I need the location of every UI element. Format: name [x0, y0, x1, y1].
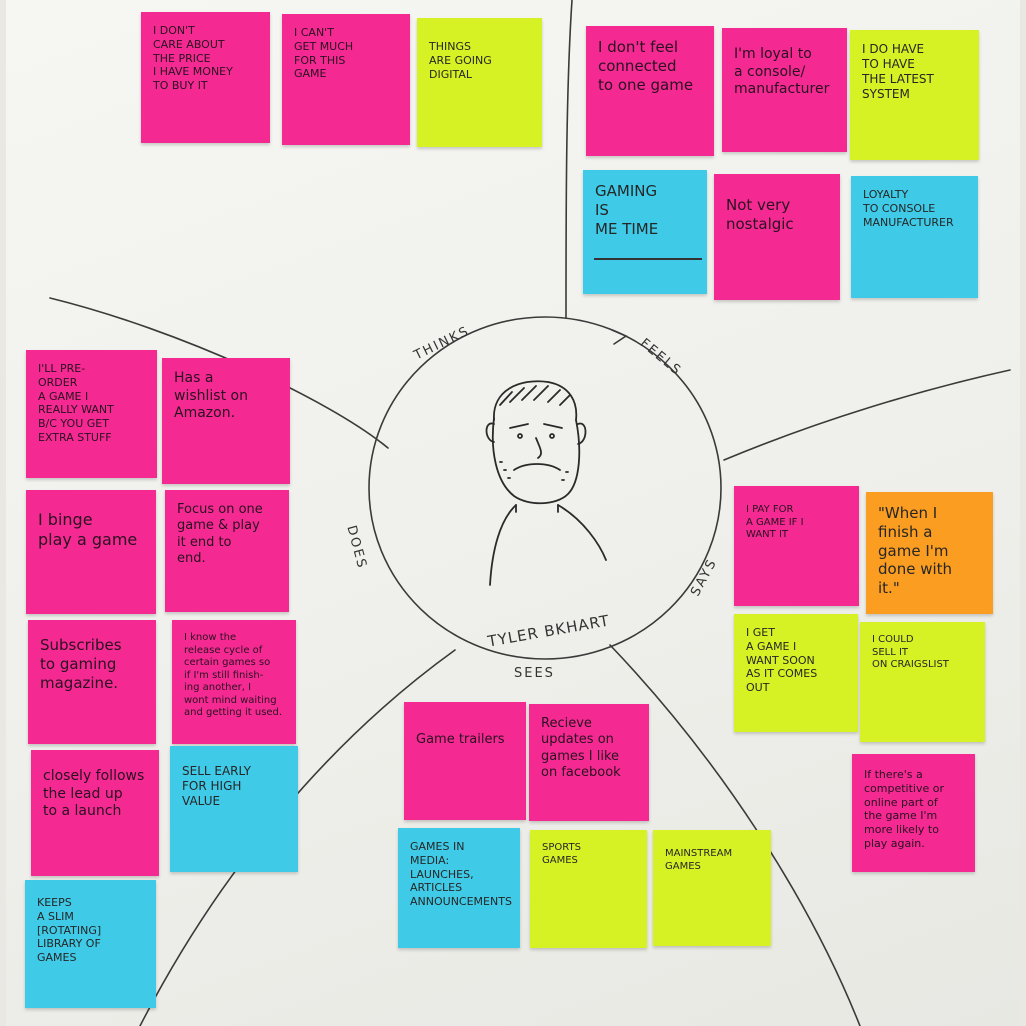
sticky-note-says-2: "When I finish a game I'm done with it." [866, 492, 993, 614]
sticky-note-sees-2: Recieve updates on games I like on faceb… [529, 704, 649, 821]
note-text: Subscribes to gaming magazine. [40, 636, 122, 692]
note-text: Recieve updates on games I like on faceb… [541, 716, 621, 780]
note-text: Game trailers [416, 732, 505, 747]
sticky-note-does-1: I'LL PRE- ORDER A GAME I REALLY WANT B/C… [26, 350, 157, 478]
sticky-note-does-8: SELL EARLY FOR HIGH VALUE [170, 746, 298, 872]
note-text: I COULD SELL IT ON CRAIGSLIST [872, 634, 949, 670]
sticky-note-says-4: I COULD SELL IT ON CRAIGSLIST [860, 622, 985, 742]
divider-top [565, 0, 573, 319]
sticky-note-thinks-3: THINGS ARE GOING DIGITAL [417, 18, 542, 147]
sticky-note-says-1: I PAY FOR A GAME IF I WANT IT [734, 486, 859, 606]
sticky-note-says-3: I GET A GAME I WANT SOON AS IT COMES OUT [734, 614, 858, 732]
sticky-note-does-9: KEEPS A SLIM [ROTATING] LIBRARY OF GAMES [25, 880, 156, 1008]
sticky-note-says-5: If there's a competitive or online part … [852, 754, 975, 872]
quadrant-label-sees: SEES [514, 666, 555, 681]
sticky-note-does-2: Has a wishlist on Amazon. [162, 358, 290, 484]
note-text: If there's a competitive or online part … [864, 768, 945, 850]
note-text: I don't feel connected to one game [598, 38, 694, 94]
note-text: GAMES IN MEDIA: LAUNCHES, ARTICLES ANNOU… [410, 840, 512, 908]
note-text: I DON'T CARE ABOUT THE PRICE I HAVE MONE… [153, 24, 233, 92]
note-text: SELL EARLY FOR HIGH VALUE [182, 764, 251, 808]
note-text: I know the release cycle of certain game… [184, 632, 283, 718]
sticky-note-does-6: I know the release cycle of certain game… [172, 620, 296, 744]
sticky-note-feels-1: I don't feel connected to one game [586, 26, 714, 156]
sticky-note-sees-1: Game trailers [404, 702, 526, 820]
sticky-note-feels-4: GAMING IS ME TIME [583, 170, 707, 294]
note-text: I binge play a game [38, 510, 138, 549]
sticky-note-does-7: closely follows the lead up to a launch [31, 750, 159, 876]
persona-drawing [485, 380, 607, 586]
note-text: I GET A GAME I WANT SOON AS IT COMES OUT [746, 626, 818, 694]
divider-right [723, 369, 1011, 461]
note-text: Not very nostalgic [726, 196, 794, 233]
note-text: I'm loyal to a console/ manufacturer [734, 46, 830, 97]
note-text: closely follows the lead up to a launch [43, 768, 145, 819]
note-text: GAMING IS ME TIME [595, 182, 659, 238]
arrow-head [611, 329, 628, 345]
sticky-note-thinks-1: I DON'T CARE ABOUT THE PRICE I HAVE MONE… [141, 12, 270, 143]
note-text: MAINSTREAM GAMES [665, 848, 733, 872]
sticky-note-sees-4: SPORTS GAMES [530, 830, 647, 948]
note-text: KEEPS A SLIM [ROTATING] LIBRARY OF GAMES [37, 896, 102, 964]
me-time-underline [594, 258, 702, 260]
sticky-note-feels-3: I DO HAVE TO HAVE THE LATEST SYSTEM [850, 30, 979, 160]
sticky-note-thinks-2: I CAN'T GET MUCH FOR THIS GAME [282, 14, 410, 145]
note-text: THINGS ARE GOING DIGITAL [429, 40, 492, 81]
sticky-note-does-3: I binge play a game [26, 490, 156, 614]
note-text: I'LL PRE- ORDER A GAME I REALLY WANT B/C… [38, 362, 114, 444]
note-text: SPORTS GAMES [542, 842, 581, 866]
sticky-note-does-5: Subscribes to gaming magazine. [28, 620, 156, 744]
sticky-note-feels-6: LOYALTY TO CONSOLE MANUFACTURER [851, 176, 978, 298]
sticky-note-does-4: Focus on one game & play it end to end. [165, 490, 289, 612]
note-text: Focus on one game & play it end to end. [177, 502, 263, 566]
sticky-note-sees-3: GAMES IN MEDIA: LAUNCHES, ARTICLES ANNOU… [398, 828, 520, 948]
sticky-note-sees-5: MAINSTREAM GAMES [653, 830, 771, 946]
note-text: "When I finish a game I'm done with it." [878, 504, 953, 597]
note-text: I DO HAVE TO HAVE THE LATEST SYSTEM [862, 42, 934, 101]
sticky-note-feels-5: Not very nostalgic [714, 174, 840, 300]
note-text: Has a wishlist on Amazon. [174, 370, 248, 421]
note-text: I PAY FOR A GAME IF I WANT IT [746, 504, 804, 540]
persona-circle [368, 316, 722, 660]
note-text: I CAN'T GET MUCH FOR THIS GAME [294, 26, 354, 81]
note-text: LOYALTY TO CONSOLE MANUFACTURER [863, 188, 954, 229]
sticky-note-feels-2: I'm loyal to a console/ manufacturer [722, 28, 847, 152]
